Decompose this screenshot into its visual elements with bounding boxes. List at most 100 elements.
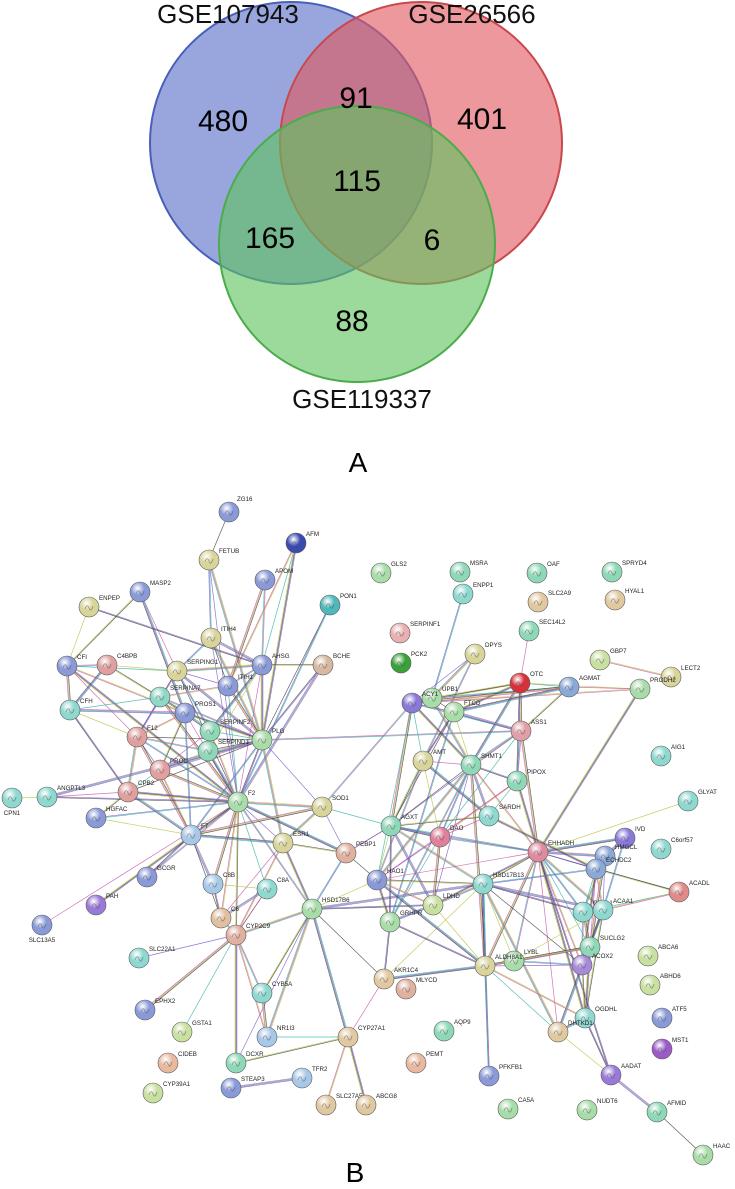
node-nr1i3[interactable]: NR1I3 xyxy=(256,1025,295,1048)
node-hsd17b13[interactable]: HSD17B13 xyxy=(472,872,525,895)
node-sphere[interactable] xyxy=(199,720,221,742)
node-sphere[interactable] xyxy=(629,678,651,700)
node-sphere[interactable] xyxy=(510,720,532,742)
node-sphere[interactable] xyxy=(380,815,402,837)
node-cpb2[interactable]: CPB2 xyxy=(117,780,155,803)
node-serpinf2[interactable]: SERPINF2 xyxy=(199,719,251,742)
node-serpinf1[interactable]: SERPINF1 xyxy=(389,621,441,644)
node-sphere[interactable] xyxy=(651,1007,673,1029)
node-sphere[interactable] xyxy=(225,1052,247,1074)
node-sphere[interactable] xyxy=(220,1077,242,1099)
node-itih1[interactable]: ITIH1 xyxy=(217,674,254,697)
node-masp2[interactable]: MASP2 xyxy=(129,580,172,603)
node-grhpr[interactable]: GRHPR xyxy=(379,910,423,933)
node-sphere[interactable] xyxy=(579,936,601,958)
node-sphere[interactable] xyxy=(572,901,594,923)
node-pebp1[interactable]: PEBP1 xyxy=(335,841,377,864)
node-amt[interactable]: AMT xyxy=(412,749,446,772)
node-c4bpb[interactable]: C4BPB xyxy=(96,653,137,676)
node-agxt[interactable]: AGXT xyxy=(380,814,418,837)
node-sphere[interactable] xyxy=(464,643,486,665)
node-cfi[interactable]: CFI xyxy=(56,654,87,677)
node-sphere[interactable] xyxy=(421,687,443,709)
node-c6orf57[interactable]: C6orf57 xyxy=(650,837,694,860)
node-aqp9[interactable]: AQP9 xyxy=(433,1019,471,1042)
node-proc[interactable]: PROC xyxy=(149,758,188,781)
node-itih4[interactable]: ITIH4 xyxy=(200,626,237,649)
node-sphere[interactable] xyxy=(646,1101,668,1123)
node-sphere[interactable] xyxy=(180,824,202,846)
node-sphere[interactable] xyxy=(460,754,482,776)
node-sphere[interactable] xyxy=(585,858,607,880)
node-sphere[interactable] xyxy=(319,594,341,616)
node-sphere[interactable] xyxy=(272,832,294,854)
node-sphere[interactable] xyxy=(472,873,494,895)
node-abhd6[interactable]: ABHD6 xyxy=(639,973,681,996)
node-ldhd[interactable]: LDHD xyxy=(422,893,460,916)
node-sphere[interactable] xyxy=(149,759,171,781)
node-sphere[interactable] xyxy=(134,999,156,1021)
node-sphere[interactable] xyxy=(157,1052,179,1074)
node-abcg8[interactable]: ABCG8 xyxy=(355,1093,398,1116)
node-aadat[interactable]: AADAT xyxy=(600,1063,641,1086)
node-acy1[interactable]: ACY1 xyxy=(401,691,439,714)
node-fetub[interactable]: FETUB xyxy=(198,548,239,571)
node-sphere[interactable] xyxy=(677,790,699,812)
node-sphere[interactable] xyxy=(291,1067,313,1089)
node-haac[interactable]: HAAC xyxy=(692,1143,731,1166)
node-ehhadh[interactable]: EHHADH xyxy=(527,840,574,863)
node-sphere[interactable] xyxy=(651,1038,673,1060)
node-aig1[interactable]: AIG1 xyxy=(650,744,686,767)
node-sphere[interactable] xyxy=(433,1020,455,1042)
node-sphere[interactable] xyxy=(200,627,222,649)
node-c6[interactable]: C6 xyxy=(210,906,239,929)
node-sphere[interactable] xyxy=(506,770,528,792)
node-lybl[interactable]: LYBL xyxy=(503,949,539,972)
node-abca6[interactable]: ABCA6 xyxy=(637,944,679,967)
node-suclg2[interactable]: SUCLG2 xyxy=(579,935,625,958)
node-steap3[interactable]: STEAP3 xyxy=(220,1076,265,1099)
node-sphere[interactable] xyxy=(59,699,81,721)
node-sphere[interactable] xyxy=(574,1007,596,1029)
node-aldh8a1[interactable]: ALDH8A1 xyxy=(474,954,523,977)
node-serpind1[interactable]: SERPIND1 xyxy=(197,739,250,762)
node-sphere[interactable] xyxy=(604,589,626,611)
node-sphere[interactable] xyxy=(571,954,593,976)
node-sphere[interactable] xyxy=(395,978,417,1000)
node-acox2[interactable]: ACOX2 xyxy=(571,953,614,976)
node-sphere[interactable] xyxy=(129,581,151,603)
node-sphere[interactable] xyxy=(478,805,500,827)
node-sphere[interactable] xyxy=(589,649,611,671)
node-sphere[interactable] xyxy=(217,675,239,697)
node-lect2[interactable]: LECT2 xyxy=(660,665,701,688)
node-sphere[interactable] xyxy=(527,591,549,613)
node-sphere[interactable] xyxy=(401,692,423,714)
node-sphere[interactable] xyxy=(405,1052,427,1074)
node-sphere[interactable] xyxy=(149,686,171,708)
node-afm[interactable]: AFM xyxy=(285,531,319,554)
node-sphere[interactable] xyxy=(422,894,444,916)
node-sphere[interactable] xyxy=(509,672,531,694)
node-ftcd[interactable]: FTCD xyxy=(443,700,481,723)
node-cyp27a1[interactable]: CYP27A1 xyxy=(337,1025,386,1048)
node-echdc2[interactable]: ECHDC2 xyxy=(585,857,632,880)
node-sphere[interactable] xyxy=(379,911,401,933)
node-pros1[interactable]: PROS1 xyxy=(174,701,217,724)
node-cyb5a[interactable]: CYB5A xyxy=(251,981,293,1004)
node-sphere[interactable] xyxy=(639,974,661,996)
node-pemt[interactable]: PEMT xyxy=(405,1051,443,1074)
node-sphere[interactable] xyxy=(225,924,247,946)
node-cideb[interactable]: CIDEB xyxy=(157,1051,197,1074)
node-sphere[interactable] xyxy=(614,827,636,849)
node-sphere[interactable] xyxy=(592,899,614,921)
node-sphere[interactable] xyxy=(335,842,357,864)
node-f2[interactable]: F2 xyxy=(227,790,256,813)
node-sphere[interactable] xyxy=(503,950,525,972)
node-sphere[interactable] xyxy=(142,1082,164,1104)
node-sphere[interactable] xyxy=(312,654,334,676)
node-sphere[interactable] xyxy=(452,583,474,605)
node-sphere[interactable] xyxy=(429,826,451,848)
node-sphere[interactable] xyxy=(390,652,412,674)
node-acadl[interactable]: ACADL xyxy=(668,880,710,903)
node-sphere[interactable] xyxy=(497,1098,519,1120)
